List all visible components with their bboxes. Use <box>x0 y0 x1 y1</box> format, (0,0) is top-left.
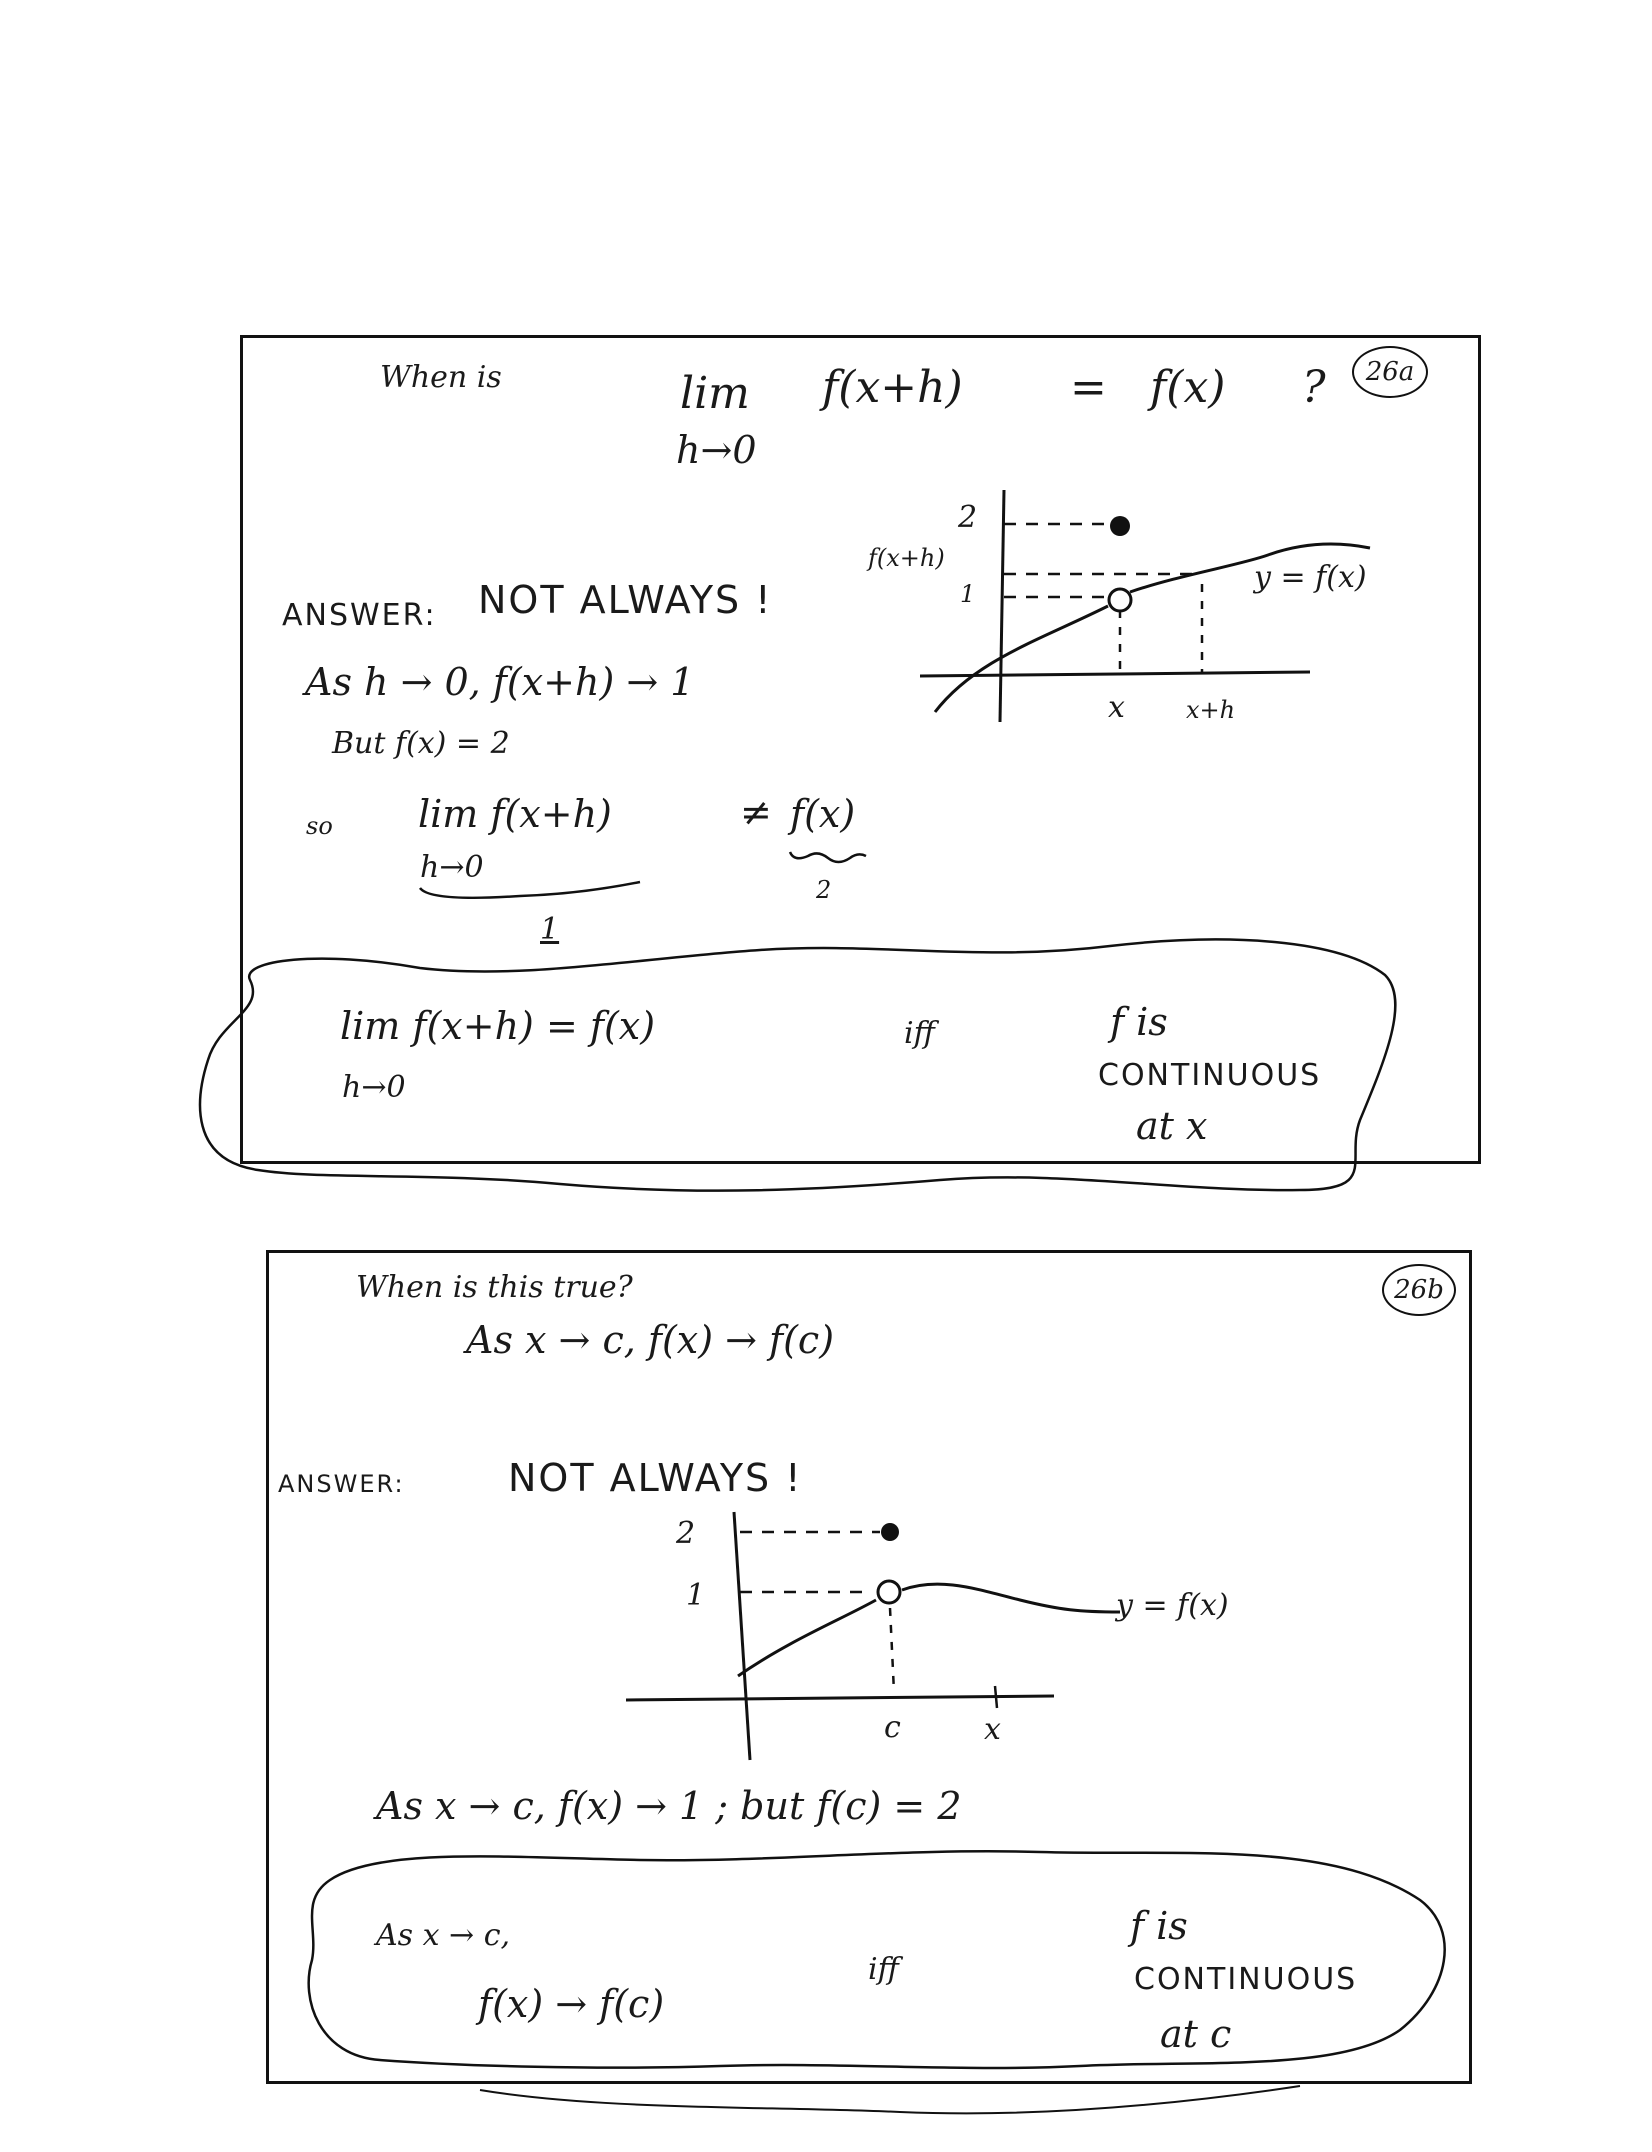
panel-a-iff-sub: h→0 <box>342 1070 406 1105</box>
panel-b-graph-curve-label: y = f(x) <box>1116 1588 1229 1623</box>
panel-b-answer-value: NOT ALWAYS ! <box>508 1456 803 1500</box>
panel-b-iff-at: at c <box>1160 2012 1232 2056</box>
panel-a-iff-at: at x <box>1136 1104 1208 1148</box>
panel-a-brace-right-value: 2 <box>816 876 832 904</box>
panel-a-line3-rhs: f(x) <box>790 792 856 836</box>
panel-a-line3-lim: lim f(x+h) <box>418 792 612 836</box>
panel-a-graph-curve-label: y = f(x) <box>1254 560 1367 595</box>
panel-a-iff-f-is: f is <box>1110 1000 1168 1044</box>
panel-a-iff-continuous: CONTINUOUS <box>1098 1058 1322 1093</box>
panel-a-iff-lim: lim f(x+h) = f(x) <box>340 1004 656 1048</box>
panel-b-line1: As x → c, f(x) → 1 ; but f(c) = 2 <box>376 1784 962 1828</box>
panel-a-line2: But f(x) = 2 <box>332 726 510 761</box>
panel-b-graph-xtick-c: c <box>884 1710 901 1745</box>
panel-a-when-is: When is <box>380 360 502 395</box>
panel-b-graph-ytick-2: 2 <box>676 1516 696 1551</box>
panel-b-statement: As x → c, f(x) → f(c) <box>466 1318 835 1362</box>
panel-a-frame <box>240 335 1481 1164</box>
panel-b-question: When is this true? <box>356 1270 633 1305</box>
panel-a-line1: As h → 0, f(x+h) → 1 <box>305 660 695 704</box>
panel-a-graph-ytick-fxh: f(x+h) <box>868 544 945 572</box>
panel-b-graph-ytick-1: 1 <box>686 1578 706 1613</box>
panel-b-iff-as: As x → c, <box>376 1918 511 1953</box>
panel-b-iff-continuous: CONTINUOUS <box>1134 1962 1358 1997</box>
panel-a-graph-ytick-1: 1 <box>960 580 976 608</box>
panel-b-iff-f-is: f is <box>1130 1904 1188 1948</box>
panel-a-brace-left-value: 1 <box>540 912 560 947</box>
panel-a-graph-xtick-x: x <box>1108 690 1125 725</box>
panel-a-rhs: f(x) <box>1150 362 1226 413</box>
panel-b-badge-text: 26b <box>1394 1275 1444 1305</box>
panel-a-iff-word: iff <box>904 1016 935 1051</box>
panel-b-iff-lim: f(x) → f(c) <box>478 1982 665 2026</box>
panel-a-answer-label: ANSWER: <box>282 598 437 633</box>
panel-a-expr: f(x+h) <box>822 362 963 413</box>
panel-b-badge: 26b <box>1382 1264 1456 1316</box>
panel-b-graph-xtick-x: x <box>984 1712 1001 1747</box>
panel-a-question-mark: ? <box>1302 362 1326 413</box>
panel-a-badge-text: 26a <box>1365 357 1415 387</box>
panel-a-answer-value: NOT ALWAYS ! <box>478 578 773 622</box>
panel-a-equals: = <box>1070 362 1107 413</box>
panel-a-so: so <box>306 812 333 840</box>
panel-a-graph-xtick-xh: x+h <box>1186 696 1236 724</box>
panel-a-line3-sub: h→0 <box>420 850 484 885</box>
panel-b-frame <box>266 1250 1472 2084</box>
panel-a-lim-sub: h→0 <box>676 428 757 472</box>
panel-b-iff-word: iff <box>868 1952 899 1987</box>
panel-a-badge: 26a <box>1352 346 1428 398</box>
panel-a-line3-neq: ≠ <box>740 790 772 834</box>
panel-a-graph-ytick-2: 2 <box>958 500 978 535</box>
panel-a-lim: lim <box>680 368 750 419</box>
panel-b-answer-label: ANSWER: <box>278 1470 405 1498</box>
